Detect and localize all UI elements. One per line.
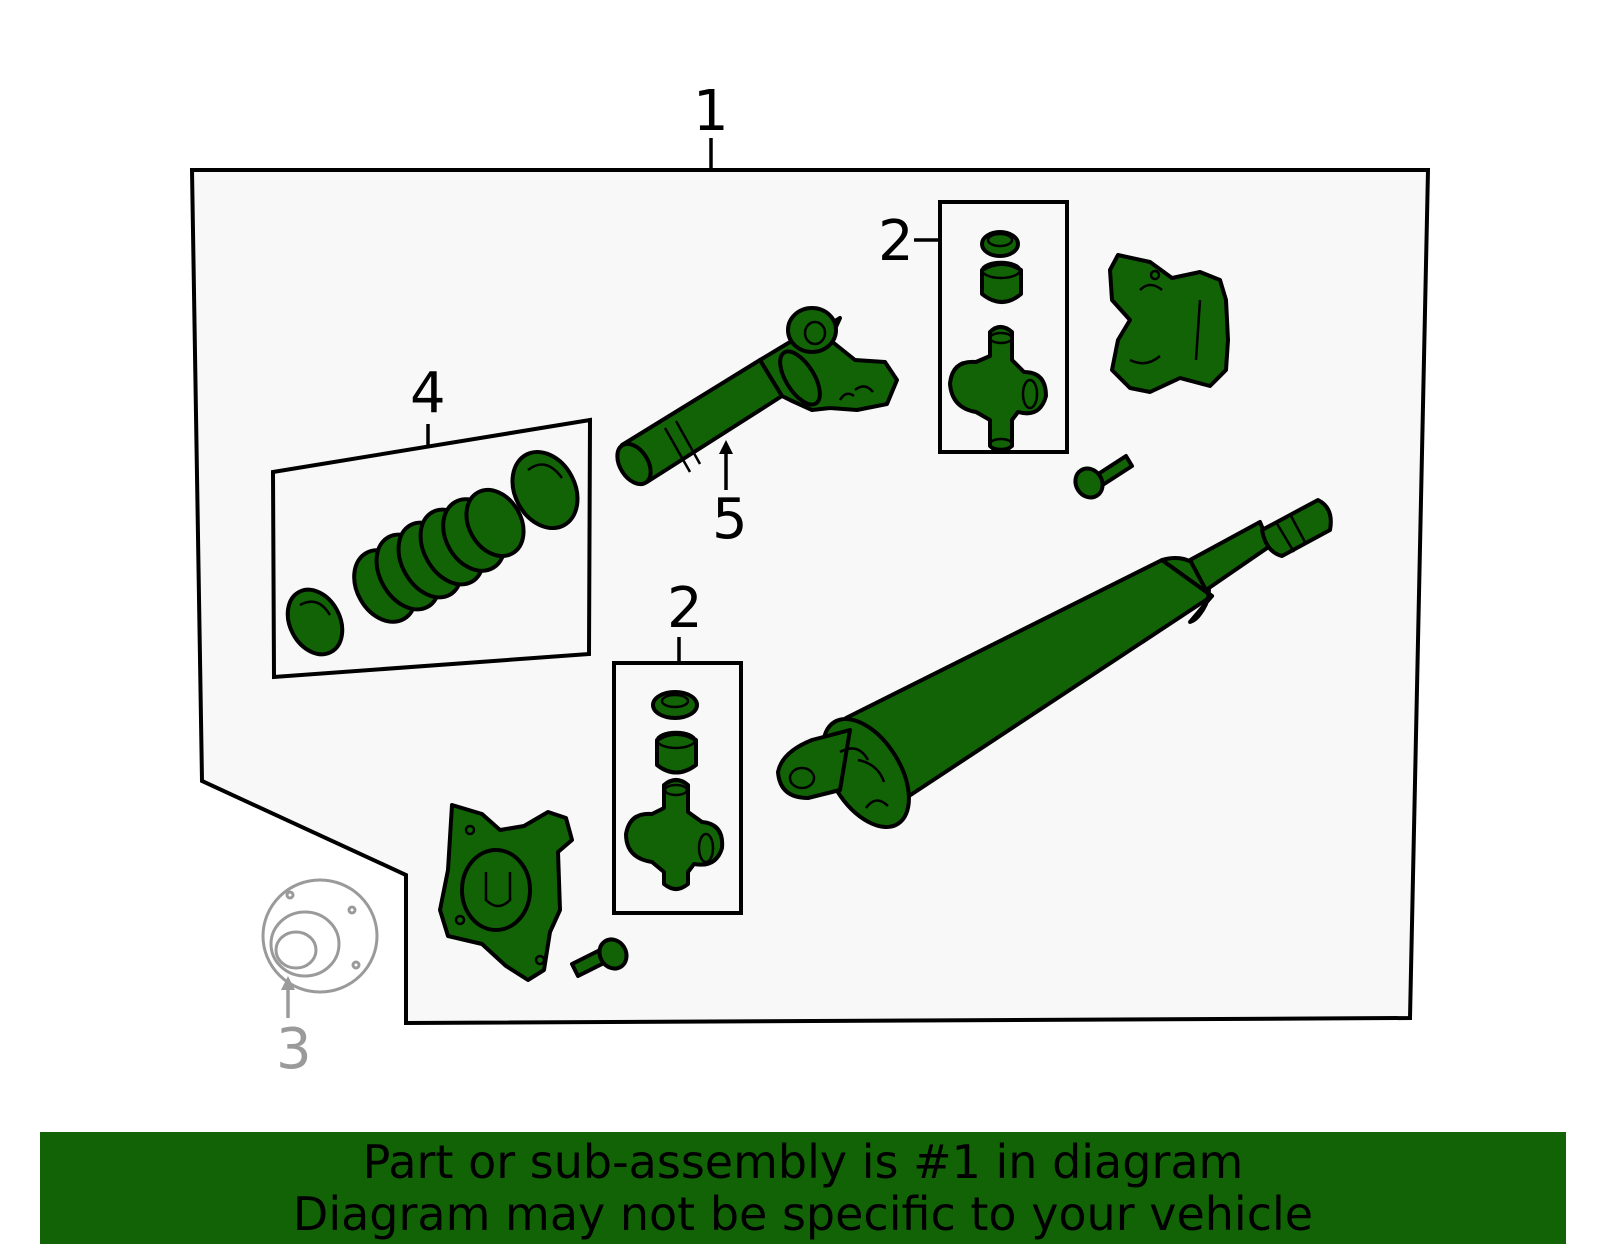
u-joint-cap-lower bbox=[651, 690, 699, 775]
callout-5: 5 bbox=[712, 487, 748, 552]
boot-clamp-large bbox=[510, 449, 580, 531]
bolt-upper bbox=[1073, 454, 1134, 500]
info-line-1: Part or sub-assembly is #1 in diagram bbox=[362, 1135, 1244, 1189]
callout-3: 3 bbox=[276, 1017, 312, 1082]
callout-1: 1 bbox=[693, 79, 729, 144]
dust-boot bbox=[352, 488, 526, 624]
boot-clamp-small bbox=[285, 587, 345, 657]
boot-kit-box bbox=[270, 417, 593, 680]
u-joint-cross-lower bbox=[624, 778, 725, 891]
callout-2-lower: 2 bbox=[667, 576, 703, 641]
callout-5-arrowhead bbox=[719, 440, 733, 454]
info-banner: Part or sub-assembly is #1 in diagram Di… bbox=[40, 1132, 1566, 1244]
bolt-lower bbox=[570, 937, 629, 978]
info-line-2: Diagram may not be specific to your vehi… bbox=[292, 1187, 1314, 1241]
slip-yoke bbox=[615, 306, 899, 487]
u-joint-cross-upper bbox=[948, 325, 1048, 453]
callout-3-arrowhead bbox=[281, 976, 295, 990]
flange-yoke-upper bbox=[1108, 253, 1230, 394]
center-bearing-ghost bbox=[261, 878, 379, 994]
callout-2-upper: 2 bbox=[878, 209, 914, 274]
callout-4: 4 bbox=[410, 361, 446, 426]
propeller-shaft-tube bbox=[776, 498, 1333, 829]
assembly-frame bbox=[189, 168, 1431, 1026]
flange-yoke-lower bbox=[438, 803, 574, 982]
u-joint-cap-upper bbox=[980, 230, 1023, 304]
